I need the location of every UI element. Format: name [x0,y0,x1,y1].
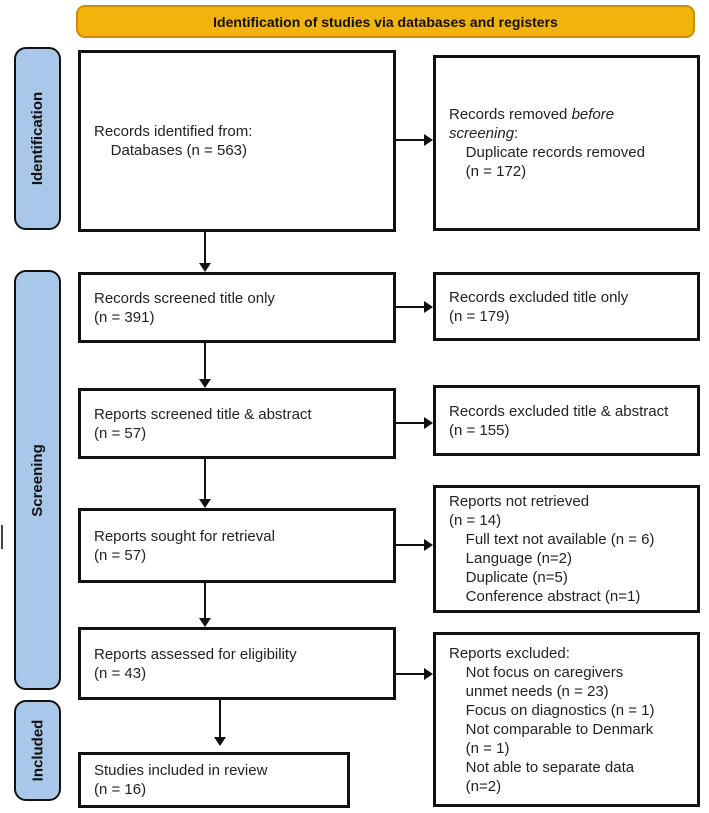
box-text: Records excluded title only (n = 179) [449,288,629,325]
box-text: Reports assessed for eligibility (n = 43… [94,645,297,682]
box-reports-assessed-eligibility: Reports assessed for eligibility (n = 43… [78,627,396,700]
box-text-prefix: Records removed [449,106,572,123]
box-text: Studies included in review (n = 16) [94,762,268,798]
stage-label-included: Included [14,700,61,801]
stage-label-text: Included [29,719,47,782]
box-records-excluded-title-only: Records excluded title only (n = 179) [433,272,700,341]
arrow-down-retrieval-to-eligibility [199,583,211,627]
arrow-right-retrieval-to-not-retrieved [396,539,433,551]
left-edge-mark [1,525,3,549]
arrow-right-screened-to-excluded-title [396,301,433,313]
box-text: Reports sought for retrieval (n = 57) [94,527,275,564]
arrow-right-identified-to-removed [396,134,433,146]
banner-identification-of-studies: Identification of studies via databases … [76,5,695,38]
box-reports-screened-title-abstract: Reports screened title & abstract (n = 5… [78,388,396,459]
box-reports-not-retrieved: Reports not retrieved (n = 14) Full text… [433,485,700,613]
stage-label-text: Identification [29,91,46,186]
box-text: Records screened title only (n = 391) [94,289,275,326]
box-records-screened-title-only: Records screened title only (n = 391) [78,272,396,343]
box-records-removed-before-screening: Records removed before screening: Duplic… [433,55,700,231]
banner-label: Identification of studies via databases … [213,13,558,30]
arrow-right-title-abstract-to-excluded [396,417,433,429]
box-text-sublines: Duplicate records removed (n = 172) [465,144,645,180]
arrow-right-eligibility-to-excluded [396,668,433,680]
box-reports-excluded: Reports excluded: Not focus on caregiver… [433,632,700,807]
box-text: Reports screened title & abstract (n = 5… [94,405,312,442]
stage-label-text: Screening [29,443,46,517]
box-text-italic: before screening [449,106,619,142]
box-text: Records excluded title & abstract (n = 1… [449,402,669,439]
arrow-down-eligibility-to-included [214,700,226,746]
box-text: Records removed before screening: Duplic… [436,105,697,181]
box-text: Reports excluded: Not focus on caregiver… [449,644,655,795]
box-text: Records identified from: Databases (n = … [94,123,253,159]
arrow-down-identified-to-screened [199,232,211,272]
box-studies-included-in-review: Studies included in review (n = 16) [78,752,350,808]
stage-label-screening: Screening [14,270,61,690]
box-reports-sought-for-retrieval: Reports sought for retrieval (n = 57) [78,508,396,583]
box-records-excluded-title-abstract: Records excluded title & abstract (n = 1… [433,385,700,456]
box-text-suffix: : [514,125,519,142]
box-records-identified: Records identified from: Databases (n = … [78,50,396,232]
arrow-down-screened-to-title-abstract [199,343,211,388]
box-text: Reports not retrieved (n = 14) Full text… [449,493,655,605]
arrow-down-title-abstract-to-retrieval [199,459,211,508]
stage-label-identification: Identification [14,47,61,230]
